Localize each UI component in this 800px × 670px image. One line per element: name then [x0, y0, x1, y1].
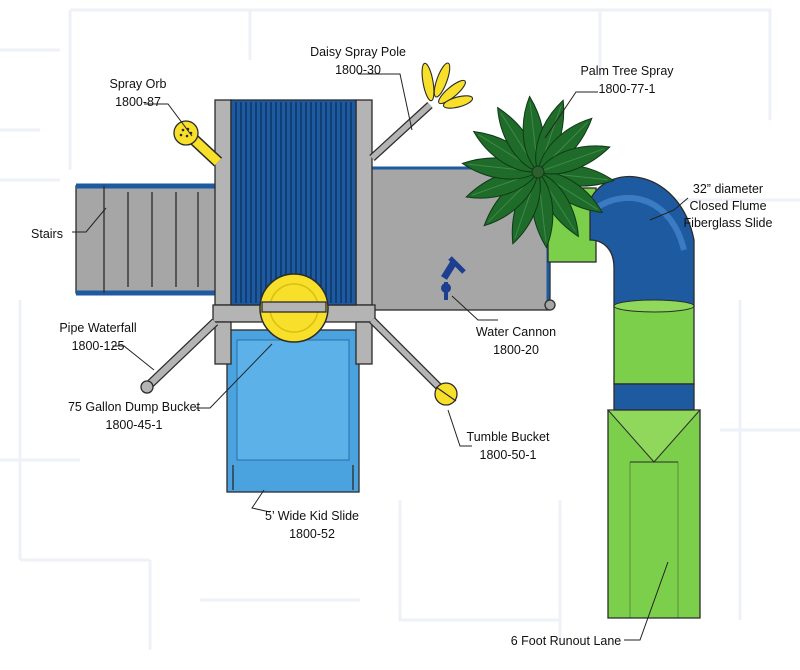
spray-orb — [173, 120, 223, 167]
label-spray-orb: Spray Orb — [110, 77, 167, 91]
palm-core — [531, 165, 545, 179]
palm-frond — [537, 145, 611, 175]
pipe-waterfall — [140, 318, 219, 394]
dump-bucket — [259, 273, 329, 343]
background-grid — [0, 8, 800, 650]
label-flume-diameter: 32” diameter — [693, 182, 763, 196]
stairs — [75, 183, 219, 296]
water-cannon — [441, 256, 466, 300]
code-spray-orb: 1800-87 — [115, 95, 161, 109]
label-flume-type: Closed Flume — [689, 199, 766, 213]
main-slide — [230, 99, 357, 306]
closed-flume-slide — [547, 176, 695, 411]
label-tumble-bucket: Tumble Bucket — [467, 430, 550, 444]
label-runout-lane: 6 Foot Runout Lane — [511, 634, 622, 648]
code-tumble-bucket: 1800-50-1 — [480, 448, 537, 462]
code-daisy-spray-pole: 1800-30 — [335, 63, 381, 77]
label-stairs: Stairs — [31, 227, 63, 241]
label-kid-slide: 5’ Wide Kid Slide — [265, 509, 359, 523]
labels: Daisy Spray Pole 1800-30 Spray Orb 1800-… — [31, 45, 772, 648]
runout-lane — [606, 409, 702, 619]
code-water-cannon: 1800-20 — [493, 343, 539, 357]
code-pipe-waterfall: 1800-125 — [72, 339, 125, 353]
daisy-spray-pole — [369, 62, 474, 161]
label-dump-bucket: 75 Gallon Dump Bucket — [68, 400, 201, 414]
code-palm-tree-spray: 1800-77-1 — [599, 82, 656, 96]
label-water-cannon: Water Cannon — [476, 325, 556, 339]
leader-lines — [72, 73, 689, 641]
label-pipe-waterfall: Pipe Waterfall — [59, 321, 136, 335]
kid-slide — [226, 329, 360, 493]
code-dump-bucket: 1800-45-1 — [106, 418, 163, 432]
frame-posts — [212, 99, 376, 365]
code-kid-slide: 1800-52 — [289, 527, 335, 541]
label-palm-tree-spray: Palm Tree Spray — [580, 64, 674, 78]
palm-tree-spray — [461, 95, 615, 249]
tumble-bucket — [369, 317, 458, 406]
label-daisy-spray-pole: Daisy Spray Pole — [310, 45, 406, 59]
label-flume-material: Fiberglass Slide — [684, 216, 773, 230]
